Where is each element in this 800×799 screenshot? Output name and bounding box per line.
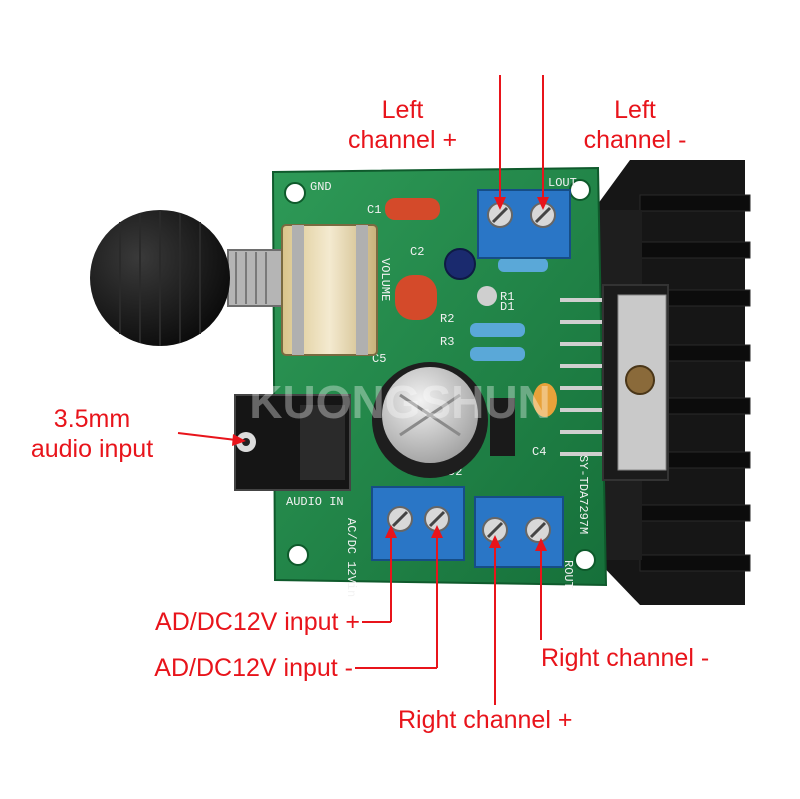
silk-lout: LOUT (548, 176, 577, 190)
volume-knob (90, 210, 289, 346)
terminal-block-lout (477, 189, 571, 259)
audio-jack (234, 394, 351, 491)
watermark: KUONGSHUN (249, 376, 551, 428)
silk-r3: R3 (440, 335, 454, 349)
annotation-arrows (177, 75, 549, 705)
silk-c4: C4 (532, 445, 546, 459)
silk-chip: SY-TDA7297M (576, 455, 590, 534)
label-left-channel-minus-line1: Left (614, 96, 656, 124)
terminal-block-power (371, 486, 465, 561)
label-left-channel-minus-line2: channel - (583, 126, 687, 154)
label-audio-input-line2: audio input (30, 435, 154, 463)
silk-rout: ROUT (561, 560, 575, 589)
label-right-channel-minus: Right channel - (541, 644, 710, 672)
silk-supply: AC/DC 12Vin (344, 518, 358, 597)
electrolytic-capacitor (372, 362, 488, 478)
silk-c5: C5 (372, 352, 386, 366)
label-left-channel-plus: Left channel + (310, 95, 495, 155)
silk-c2: C2 (410, 245, 424, 259)
label-power-minus: AD/DC12V input - (154, 654, 353, 682)
silk-r1: R1 (500, 290, 514, 304)
label-left-channel-plus-line2: channel + (347, 126, 458, 154)
amplifier-chip (560, 284, 669, 481)
label-audio-input: 3.5mm audio input (12, 404, 172, 464)
potentiometer (281, 224, 378, 356)
label-right-channel-plus: Right channel + (398, 706, 573, 734)
silk-audio-in: AUDIO IN (286, 495, 344, 509)
silk-r2: R2 (440, 312, 454, 326)
label-left-channel-plus-line1: Left (381, 96, 424, 124)
label-audio-input-line1: 3.5mm (53, 405, 131, 433)
silk-d1: D1 (500, 300, 514, 314)
silk-gnd: GND (310, 180, 332, 194)
components (385, 198, 557, 456)
silk-c1: C1 (367, 203, 381, 217)
silk-volume: VOLUME (378, 258, 392, 301)
label-left-channel-minus: Left channel - (550, 95, 720, 155)
terminal-block-rout (474, 496, 564, 568)
label-power-plus: AD/DC12V input + (155, 608, 360, 636)
